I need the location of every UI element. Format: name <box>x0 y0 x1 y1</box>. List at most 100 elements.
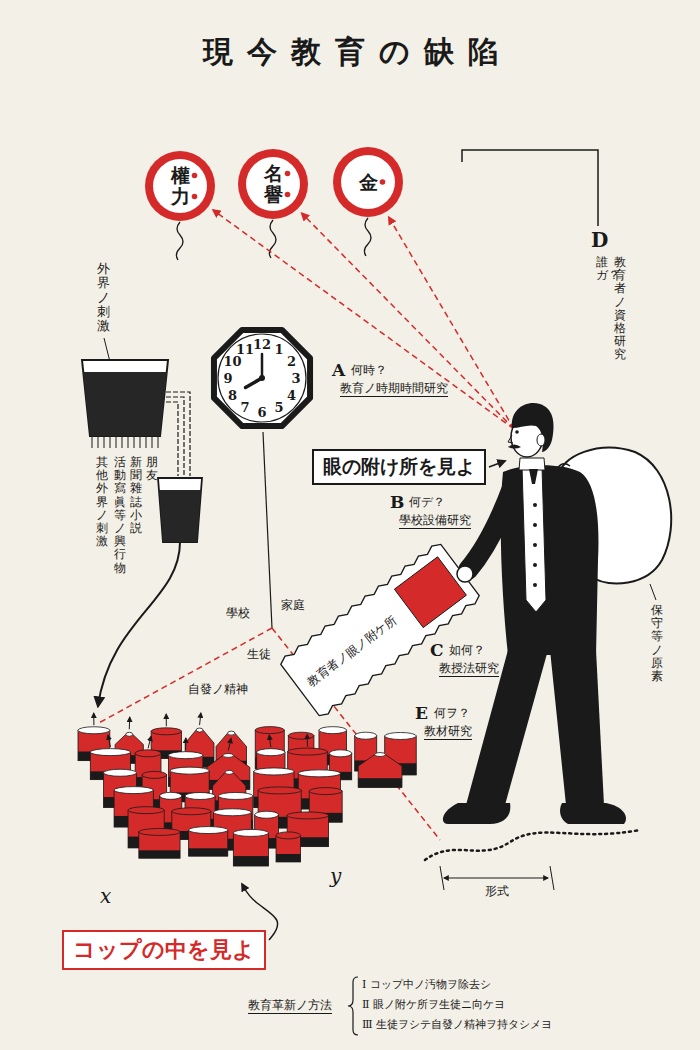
cup-rim <box>218 792 252 799</box>
cup-figure <box>189 827 228 857</box>
leader-line <box>650 584 656 600</box>
cup-rim <box>225 770 233 774</box>
cup-body <box>233 833 268 866</box>
balloon-circle: 權力 <box>144 150 216 222</box>
pipe-line <box>166 397 184 476</box>
cup-body <box>358 755 402 788</box>
balloon-ring <box>145 151 215 221</box>
vest-button <box>533 523 537 527</box>
callout-letter: A <box>332 360 345 380</box>
spirit-arrow <box>93 713 94 725</box>
spirit-arrow <box>200 713 201 725</box>
big-cup <box>82 360 168 436</box>
student-line <box>97 628 272 724</box>
man-brow <box>512 426 520 427</box>
clock-number: 2 <box>287 355 296 368</box>
clock-number: 8 <box>228 389 237 402</box>
callout-box: コップの中を見よ <box>62 930 266 970</box>
clock-number: 6 <box>257 406 266 419</box>
vest-button <box>533 543 537 547</box>
cup-rim <box>78 727 110 734</box>
annotation: Ⅱ 眼ノ附ケ所ヲ生徒ニ向ケヨ <box>362 998 505 1011</box>
balloon-ring <box>238 149 308 219</box>
spirit-arrow <box>269 735 271 747</box>
cup-rim <box>104 769 137 776</box>
balloon-string <box>176 222 183 260</box>
drip-line <box>152 437 153 448</box>
callout-text: 眼の附け所を見よ <box>323 454 475 480</box>
clock-number: 9 <box>223 372 232 385</box>
pour-arrow <box>98 542 180 706</box>
cup-rim <box>257 749 285 756</box>
spirit-arrow <box>148 736 151 748</box>
callout-letter: B <box>390 492 404 512</box>
callout-text: コップの中を見よ <box>73 935 255 965</box>
spirit-arrow <box>307 735 308 747</box>
gaze-line <box>213 210 514 429</box>
cup-rim <box>258 787 301 794</box>
callout-letter: D <box>591 228 608 252</box>
cup-base <box>233 856 268 866</box>
cup-rim <box>319 727 347 734</box>
annotation: 教育ノ時期時間研究 <box>340 381 448 397</box>
cup-rim <box>287 812 328 819</box>
clock-dial <box>218 334 306 422</box>
cup-rim <box>151 728 181 735</box>
gaze-line <box>302 213 514 429</box>
spirit-arrow <box>185 738 186 750</box>
man-collar <box>519 458 545 470</box>
callout-letter: E <box>415 703 428 723</box>
annotation: x <box>100 884 111 908</box>
clock-number: 12 <box>253 338 271 351</box>
man-arm <box>468 488 512 570</box>
annotation: 教材研究 <box>424 724 472 740</box>
annotation: Ⅲ 生徒ヲシテ自發ノ精神ヲ持タシメヨ <box>362 1018 552 1031</box>
clock-case <box>214 330 310 426</box>
cup-rim <box>385 732 417 739</box>
balloon-dot <box>380 179 386 185</box>
man-eye <box>515 430 519 434</box>
drip-line <box>122 437 123 448</box>
cup-rim <box>172 808 211 815</box>
spirit-arrow <box>108 735 110 747</box>
vertical-note: 其他外界ノ刺激 <box>96 456 108 548</box>
man-mustache <box>508 445 521 449</box>
balloon-string <box>364 218 371 256</box>
pointer-arrow <box>489 461 505 467</box>
cup-liquid <box>159 490 201 542</box>
cup-rim <box>276 832 301 839</box>
cup-rim <box>254 768 294 775</box>
callout-letter: C <box>430 640 444 660</box>
annotation: 教授法研究 <box>439 661 499 677</box>
drip-line <box>146 437 147 448</box>
cup-figure <box>276 832 301 862</box>
cup-base <box>139 850 180 858</box>
drip-line <box>98 437 99 448</box>
man-hair <box>512 403 554 452</box>
vest-button <box>533 503 537 507</box>
cup-rim <box>185 792 215 799</box>
cup-rim <box>196 728 203 732</box>
drip-line <box>104 437 105 448</box>
cup-body <box>139 832 180 858</box>
vest-button <box>533 563 537 567</box>
vertical-note: 誰ガ？ <box>596 256 608 282</box>
brace <box>348 977 358 1035</box>
form-boundary <box>425 830 640 860</box>
annotation: 生徒 <box>247 647 271 661</box>
vertical-note: 外界ノ刺激 <box>97 262 110 333</box>
dustpan-scoop <box>394 557 466 628</box>
balloon-face <box>341 155 395 209</box>
clock-number: 10 <box>224 355 242 368</box>
drip-line <box>134 437 135 448</box>
cup-rim <box>375 753 386 757</box>
dimension-tick <box>550 866 554 890</box>
spirit-arrow <box>166 714 167 726</box>
dimension-tick <box>440 866 444 890</box>
cup-base <box>358 778 402 787</box>
vertical-note: 活動寫眞等ノ興行物 <box>114 456 126 575</box>
small-cup <box>158 478 202 542</box>
balloon-text: 金 <box>359 172 378 193</box>
vertical-note: 教育者ノ資格研究 <box>614 256 626 362</box>
